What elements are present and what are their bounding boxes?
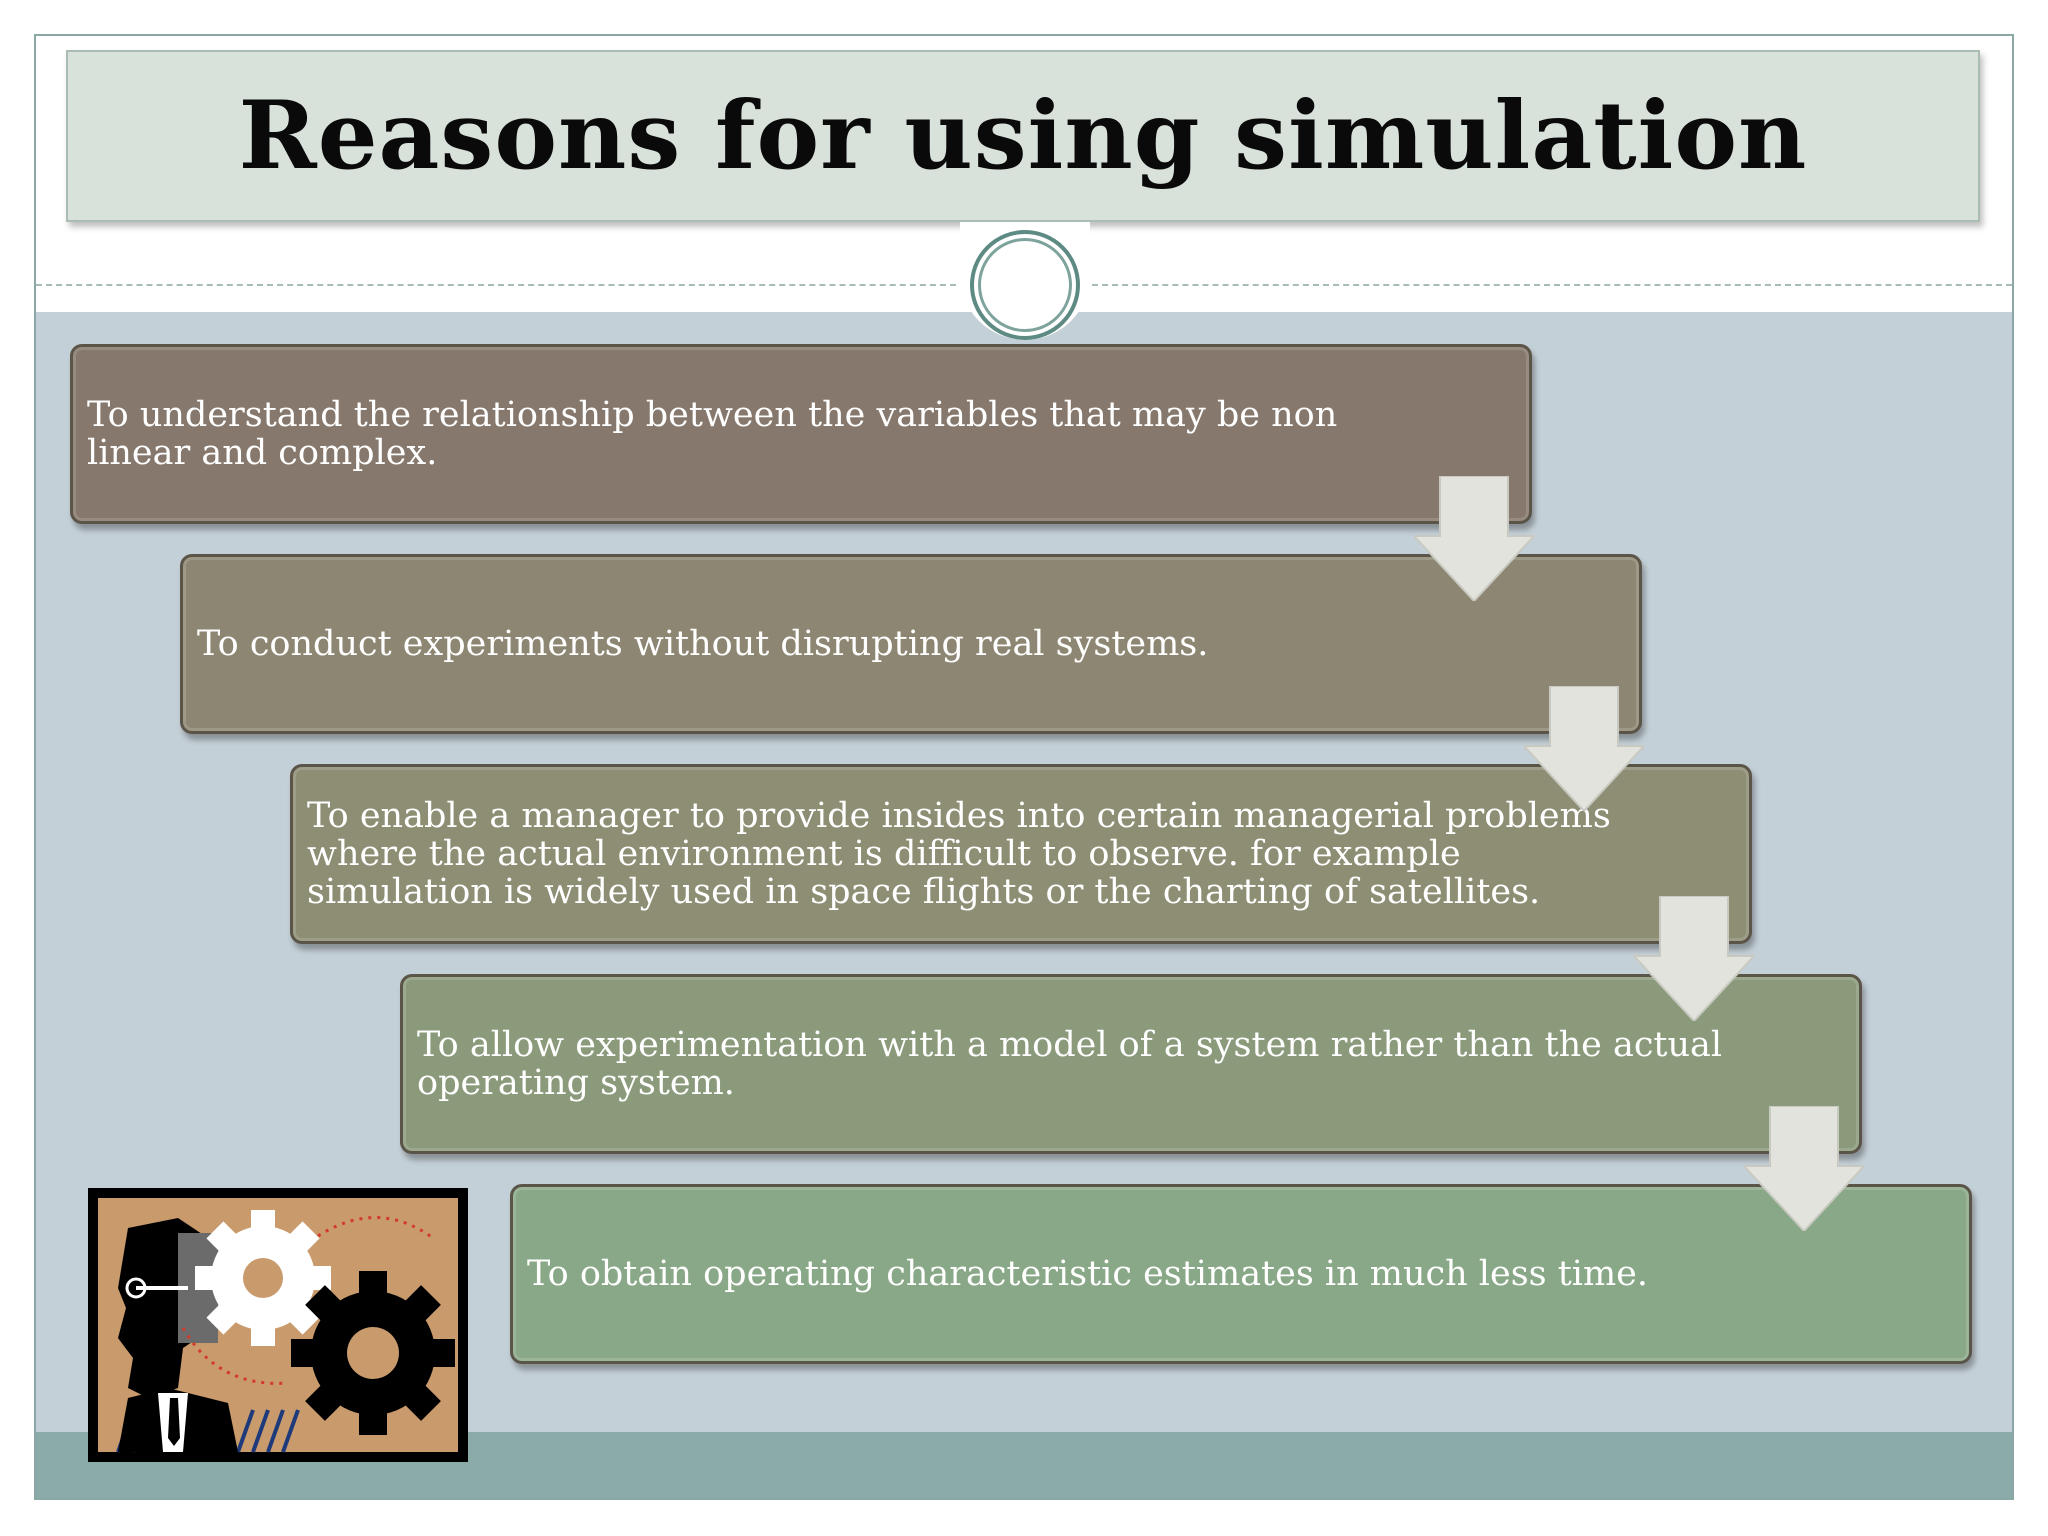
divider-circle-inner bbox=[978, 238, 1072, 332]
divider-left bbox=[36, 284, 956, 286]
step-text-3: To enable a manager to provide insides i… bbox=[293, 797, 1611, 911]
step-box-1: To understand the relationship between t… bbox=[70, 344, 1532, 524]
step-3-line-1: To enable a manager to provide insides i… bbox=[307, 796, 1611, 836]
down-arrow-icon bbox=[1634, 896, 1754, 1021]
down-arrow-icon bbox=[1524, 686, 1644, 811]
step-box-4: To allow experimentation with a model of… bbox=[400, 974, 1862, 1154]
step-text-4: To allow experimentation with a model of… bbox=[403, 1026, 1722, 1102]
down-arrow-icon bbox=[1414, 476, 1534, 601]
step-box-2: To conduct experiments without disruptin… bbox=[180, 554, 1642, 734]
step-text-2: To conduct experiments without disruptin… bbox=[183, 625, 1208, 663]
step-box-5: To obtain operating characteristic estim… bbox=[510, 1184, 1972, 1364]
slide-title: Reasons for using simulation bbox=[238, 81, 1808, 191]
step-text-5: To obtain operating characteristic estim… bbox=[513, 1255, 1648, 1293]
step-box-3: To enable a manager to provide insides i… bbox=[290, 764, 1752, 944]
step-1-line-2: linear and complex. bbox=[87, 433, 438, 473]
title-box: Reasons for using simulation bbox=[66, 50, 1980, 222]
step-5-line-1: To obtain operating characteristic estim… bbox=[527, 1254, 1649, 1294]
step-3-line-2: where the actual environment is difficul… bbox=[307, 834, 1461, 874]
step-2-line-1: To conduct experiments without disruptin… bbox=[197, 624, 1209, 664]
down-arrow-icon bbox=[1744, 1106, 1864, 1231]
businessman-gears-icon bbox=[88, 1188, 468, 1462]
step-4-line-2: operating system. bbox=[417, 1063, 735, 1103]
divider-right bbox=[1092, 284, 2012, 286]
step-text-1: To understand the relationship between t… bbox=[73, 396, 1337, 472]
step-1-line-1: To understand the relationship between t… bbox=[87, 395, 1338, 435]
step-3-line-3: simulation is widely used in space fligh… bbox=[307, 872, 1541, 912]
step-4-line-1: To allow experimentation with a model of… bbox=[417, 1025, 1723, 1065]
